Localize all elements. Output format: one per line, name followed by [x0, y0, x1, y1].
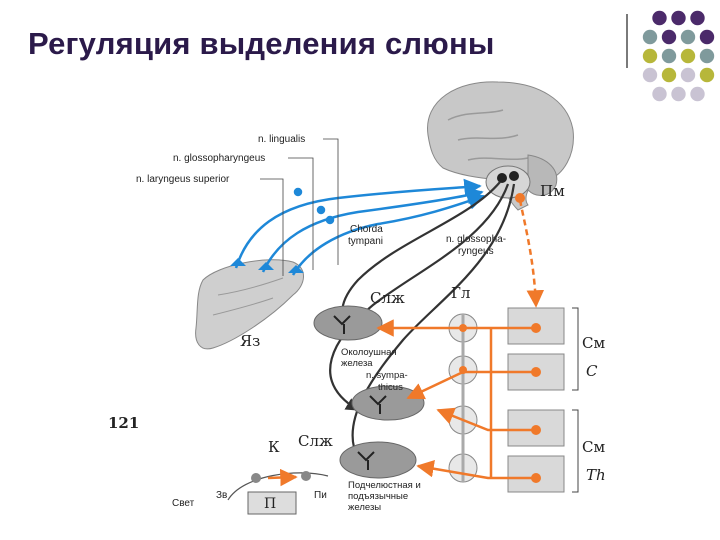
label-submandibular-2: подъязычные — [348, 491, 408, 502]
label-glossopharyngeus: n. glossopharyngeus — [173, 153, 265, 164]
label-parotid-2: железа — [341, 358, 373, 369]
label-k: К — [268, 438, 280, 456]
label-c: C — [586, 362, 598, 380]
decor-dot-teal — [680, 29, 696, 45]
salivation-diagram: Пм Яз n. lingualis n. glossopharyngeus n… — [108, 81, 606, 515]
label-svet: Свет — [172, 498, 195, 509]
decorative-dot-grid — [642, 10, 715, 102]
label-pi: Пи — [314, 490, 327, 501]
label-pm: Пм — [540, 182, 565, 200]
label-sympathicus-2: thicus — [378, 382, 403, 393]
decor-dot-olive — [661, 67, 677, 83]
nerve-leaders — [260, 138, 339, 276]
sympathetic-pathways — [376, 199, 545, 480]
decor-dot-lavender — [642, 67, 658, 83]
decor-dot-purple — [652, 10, 667, 26]
decor-dot-purple — [699, 29, 715, 45]
decor-dot-lavender — [690, 86, 705, 102]
label-gl: Гл — [451, 284, 470, 302]
label-parotid-1: Околоушная — [341, 347, 397, 358]
decor-dot-olive — [642, 48, 658, 64]
label-sympathicus-1: n. sympa- — [366, 370, 408, 381]
decor-dot-olive — [699, 67, 715, 83]
decor-dot-teal — [699, 48, 715, 64]
decor-dot-purple — [690, 10, 705, 26]
submandibular-gland — [351, 385, 425, 421]
label-yaz: Яз — [240, 332, 260, 350]
label-ryngeus: ryngeus — [458, 246, 494, 257]
decor-dot-purple — [671, 10, 686, 26]
label-laryngeus: n. laryngeus superior — [136, 174, 230, 185]
decor-dot-lavender — [680, 67, 696, 83]
label-th: Th — [586, 466, 606, 484]
decor-dot-lavender — [671, 86, 686, 102]
decor-dot-lavender — [652, 86, 667, 102]
parotid-gland — [313, 305, 383, 341]
segment-brackets — [572, 307, 579, 493]
label-glossopha: n. glossopha- — [446, 234, 506, 245]
sympathetic-nuclei — [459, 323, 541, 483]
label-submandibular-3: железы — [348, 502, 381, 513]
slide-title: Регуляция выделения слюны — [28, 26, 495, 61]
label-chorda: Chorda — [350, 224, 383, 235]
label-slzh-bottom: Слж — [298, 432, 333, 450]
label-lingualis: n. lingualis — [258, 134, 305, 145]
decor-dot-olive — [680, 48, 696, 64]
title-divider — [626, 14, 628, 68]
decor-dot-teal — [642, 29, 658, 45]
decor-dot-purple — [661, 29, 677, 45]
label-submandibular-1: Подчелюстная и — [348, 480, 421, 491]
label-p: П — [264, 496, 276, 512]
sublingual-gland — [339, 441, 417, 479]
sympathetic-ganglia — [448, 313, 478, 483]
label-sm-th: См — [582, 438, 605, 456]
label-sm-c: См — [582, 334, 605, 352]
label-slzh-top: Слж — [370, 289, 405, 307]
label-zv: Зв — [216, 490, 227, 501]
taste-receptors — [230, 258, 304, 273]
cortex-schema — [227, 468, 329, 515]
brain — [427, 81, 574, 211]
label-tympani: tympani — [348, 236, 383, 247]
decor-dot-teal — [661, 48, 677, 64]
medulla-nucleus — [485, 165, 531, 203]
label-fig-number: 121 — [108, 414, 139, 432]
tongue — [195, 259, 304, 350]
spinal-segments — [507, 307, 565, 493]
